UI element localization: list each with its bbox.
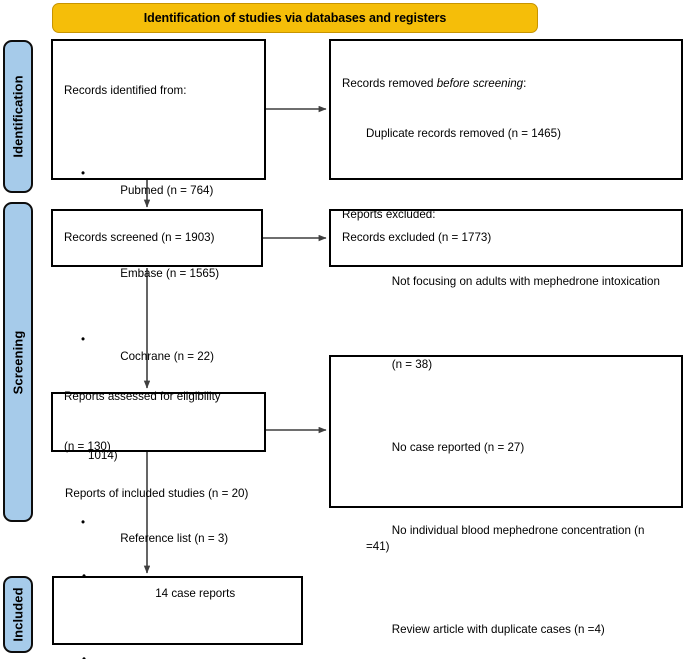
box-reports-excluded: Reports excluded: Not focusing on adults… [329, 208, 683, 636]
stage-label-screening-text: Screening [10, 330, 26, 394]
source-text-pubmed: Pubmed (n = 764) [120, 183, 214, 197]
stage-label-screening: Screening [3, 202, 33, 522]
source-text-reference-list: Reference list (n = 3) [120, 532, 229, 546]
records-screened-label: Records screened (n = 1903) [64, 230, 215, 244]
records-removed-heading: Records removed before screening: [342, 76, 561, 93]
reports-included-heading: Reports of included studies (n = 20) [65, 487, 249, 501]
stage-label-included-text: Included [10, 587, 26, 642]
reports-excluded-reason: Not focusing on adults with mephedrone i… [342, 257, 670, 307]
records-identified-source: Cochrane (n = 22) [64, 332, 253, 382]
records-identified-source: Pubmed (n = 764) [64, 166, 253, 216]
diagram-banner: Identification of studies via databases … [52, 3, 538, 33]
stage-label-identification-text: Identification [10, 75, 26, 158]
reports-excluded-reason: No individual blood mephedrone concentra… [342, 506, 670, 572]
records-excluded-label: Records excluded (n = 1773) [342, 230, 492, 244]
reports-excluded-reason: Review article with duplicate cases (n =… [342, 606, 670, 656]
diagram-banner-label: Identification of studies via databases … [143, 11, 447, 25]
stage-label-identification: Identification [3, 40, 33, 193]
box-records-identified: Records identified from: Pubmed (n = 764… [51, 39, 266, 545]
source-text-cochrane: Cochrane (n = 22) [120, 349, 214, 363]
reports-included-item: 6 case series [65, 652, 248, 659]
box-reports-included: Reports of included studies (n = 20) 14 … [52, 487, 303, 659]
reports-excluded-reason: No case reported (n = 27) [342, 423, 670, 473]
included-item-case-reports: 14 case reports [155, 586, 236, 600]
reason-text-no-blood-concentration: No individual blood mephedrone concentra… [366, 523, 648, 554]
records-removed-heading-suffix: : [523, 77, 527, 91]
records-removed-heading-emphasis: before screening [436, 77, 524, 91]
box-records-screened: Records screened (n = 1903) [51, 209, 263, 267]
records-identified-source: Embase (n = 1565) [64, 249, 253, 299]
records-removed-detail: Duplicate records removed (n = 1465) [366, 127, 561, 141]
reason-text-not-focusing: Not focusing on adults with mephedrone i… [391, 274, 660, 288]
stage-label-included: Included [3, 576, 33, 653]
source-text-embase: Embase (n = 1565) [120, 266, 220, 280]
box-reports-assessed: Reports assessed for eligibility (n = 13… [51, 389, 266, 453]
reports-excluded-heading: Reports excluded: [342, 208, 436, 222]
reason-text-no-case-reported: No case reported (n = 27) [391, 440, 525, 454]
box-records-removed: Records removed before screening: Duplic… [329, 39, 683, 180]
reason-text-not-focusing-n: (n = 38) [391, 357, 433, 371]
reports-included-item: 14 case reports [65, 569, 248, 619]
records-removed-heading-prefix: Records removed [342, 77, 437, 91]
box-records-excluded: Records excluded (n = 1773) [329, 209, 683, 267]
reports-assessed-line2: (n = 130) [64, 439, 111, 453]
records-identified-source: Reference list (n = 3) [64, 515, 253, 565]
reports-assessed-line1: Reports assessed for eligibility [64, 389, 221, 403]
reports-excluded-reason-continuation: (n = 38) [342, 340, 670, 390]
reason-text-review-duplicate: Review article with duplicate cases (n =… [391, 623, 605, 637]
records-identified-heading: Records identified from: [64, 84, 187, 98]
